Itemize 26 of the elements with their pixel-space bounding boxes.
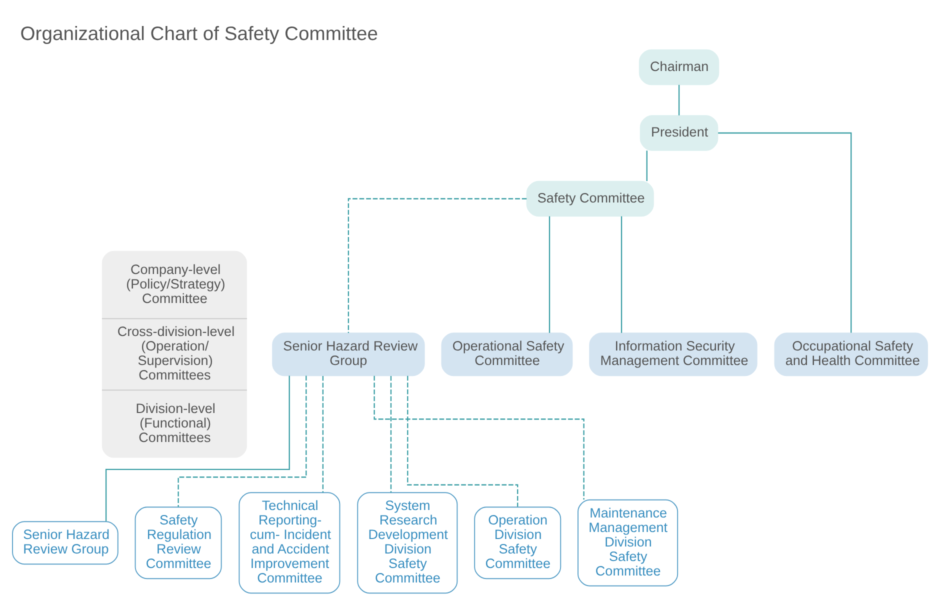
- node-box: Senior Hazard Review Group: [12, 521, 118, 565]
- connector: [407, 376, 518, 507]
- connector: [620, 216, 622, 333]
- node-box: Occupational Safety and Health Committee: [774, 332, 928, 376]
- node-box: Chairman: [638, 49, 720, 86]
- diagram-title: Organizational Chart of Safety Committee: [20, 24, 378, 46]
- node-box: Information Security Management Committee: [589, 332, 758, 376]
- connector: [548, 216, 550, 333]
- node-box: Safety Regulation Review Committee: [134, 506, 222, 580]
- node-box: Safety Committee: [526, 180, 654, 217]
- connector: [374, 376, 584, 500]
- connector: [322, 376, 324, 493]
- node-box: System Research Development Division Safety Committee: [357, 492, 458, 594]
- node-box: Technical Reporting-cum- Incident and Accident Improvement Committee: [238, 492, 340, 594]
- node-box: Operation Division Safety Committee: [474, 506, 562, 580]
- connector: [646, 150, 648, 182]
- node-box: Operational Safety Committee: [441, 332, 573, 376]
- connector: [390, 376, 392, 493]
- connector: [348, 198, 527, 334]
- connector: [178, 376, 307, 507]
- node-box: Senior Hazard Review Group: [272, 332, 425, 376]
- connector: [718, 132, 852, 333]
- connector: [105, 376, 290, 522]
- node-box: President: [640, 115, 718, 151]
- node-box: Maintenance Management Division Safety Committee: [578, 499, 678, 586]
- connector: [678, 84, 680, 116]
